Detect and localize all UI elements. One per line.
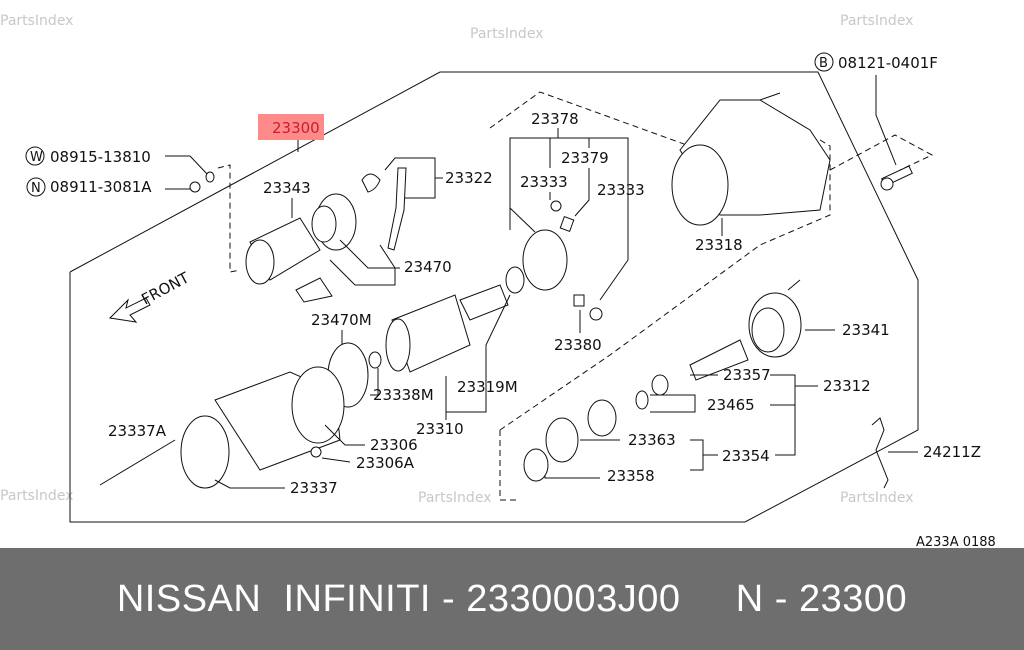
part-label-23378[interactable]: 23378 <box>531 110 579 128</box>
part-label-24211Z[interactable]: 24211Z <box>923 443 981 461</box>
washer-symbol: W <box>30 150 43 165</box>
bolt-symbol: B <box>819 56 828 71</box>
part-label-23306A[interactable]: 23306A <box>356 454 415 472</box>
watermark: PartsIndex <box>418 490 491 506</box>
watermark: PartsIndex <box>0 13 73 29</box>
part-label-23343[interactable]: 23343 <box>263 179 311 197</box>
part-label-08911-3081A[interactable]: 08911-3081A <box>50 178 152 196</box>
part-label-23337[interactable]: 23337 <box>290 479 338 497</box>
part-label-23358[interactable]: 23358 <box>607 467 655 485</box>
front-direction-label: FRONT <box>138 268 192 308</box>
part-label-23322[interactable]: 23322 <box>445 169 493 187</box>
part-label-23333[interactable]: 23333 <box>520 173 568 191</box>
diagram-code: A233A 0188 <box>916 535 996 548</box>
part-label-23379[interactable]: 23379 <box>561 149 609 167</box>
watermark: PartsIndex <box>470 26 543 42</box>
watermark: PartsIndex <box>0 488 73 504</box>
part-label-23470M[interactable]: 23470M <box>311 311 372 329</box>
part-label-23312[interactable]: 23312 <box>823 377 871 395</box>
watermark: PartsIndex <box>840 13 913 29</box>
footer-part-number-bar: NISSAN INFINITI - 2330003J00 N - 23300 <box>0 548 1024 650</box>
part-label-23338M[interactable]: 23338M <box>373 386 434 404</box>
front-arrow-icon <box>108 297 151 323</box>
part-label-23363[interactable]: 23363 <box>628 431 676 449</box>
part-label-23470[interactable]: 23470 <box>404 258 452 276</box>
part-label-23341[interactable]: 23341 <box>842 321 890 339</box>
starter-motor-diagram: PartsIndex PartsIndex PartsIndex PartsIn… <box>0 13 996 550</box>
part-label-23380[interactable]: 23380 <box>554 336 602 354</box>
part-label-23354[interactable]: 23354 <box>722 447 770 465</box>
highlight-box <box>258 114 324 140</box>
part-label-23319M[interactable]: 23319M <box>457 378 518 396</box>
part-label-23310[interactable]: 23310 <box>416 420 464 438</box>
part-label-08121-0401F[interactable]: 08121-0401F <box>838 54 938 72</box>
part-label-23333[interactable]: 23333 <box>597 181 645 199</box>
part-label-23306[interactable]: 23306 <box>370 436 418 454</box>
footer-title: NISSAN INFINITI - 2330003J00 N - 23300 <box>116 577 908 620</box>
part-label-08915-13810[interactable]: 08915-13810 <box>50 148 151 166</box>
part-label-23318[interactable]: 23318 <box>695 236 743 254</box>
part-label-23357[interactable]: 23357 <box>723 366 771 384</box>
part-label-23300[interactable]: 23300 <box>272 119 320 137</box>
nut-symbol: N <box>31 181 41 196</box>
assembly-outline <box>69 71 919 523</box>
part-label-23465[interactable]: 23465 <box>707 396 755 414</box>
watermark: PartsIndex <box>840 490 913 506</box>
part-label-23337A[interactable]: 23337A <box>108 422 167 440</box>
